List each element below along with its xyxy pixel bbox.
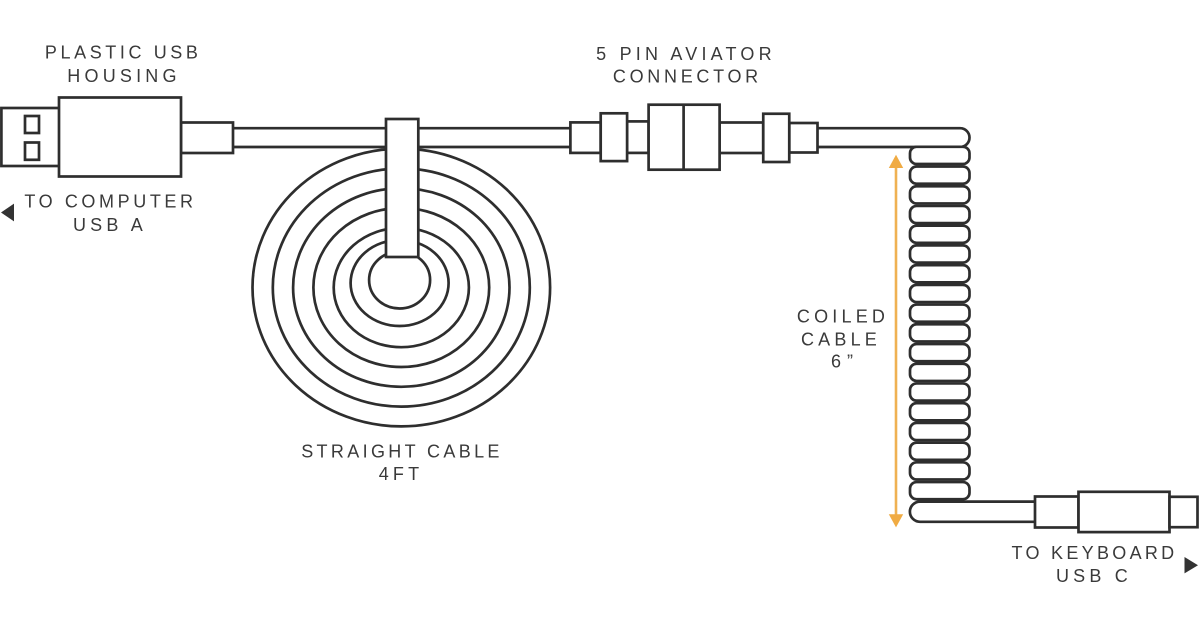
svg-text:HOUSING: HOUSING [67,66,180,86]
svg-text:4FT: 4FT [379,464,424,484]
svg-text:CABLE: CABLE [801,330,881,350]
svg-text:COILED: COILED [797,307,889,327]
svg-text:STRAIGHT CABLE: STRAIGHT CABLE [301,441,503,461]
svg-text:CONNECTOR: CONNECTOR [613,66,762,86]
svg-text:USB A: USB A [73,215,147,235]
svg-text:USB C: USB C [1056,566,1132,586]
svg-text:5 PIN AVIATOR: 5 PIN AVIATOR [596,44,776,64]
svg-text:PLASTIC USB: PLASTIC USB [45,43,202,63]
svg-text:TO KEYBOARD: TO KEYBOARD [1011,543,1177,563]
svg-text:6”: 6” [831,352,859,372]
svg-text:TO COMPUTER: TO COMPUTER [24,191,196,211]
